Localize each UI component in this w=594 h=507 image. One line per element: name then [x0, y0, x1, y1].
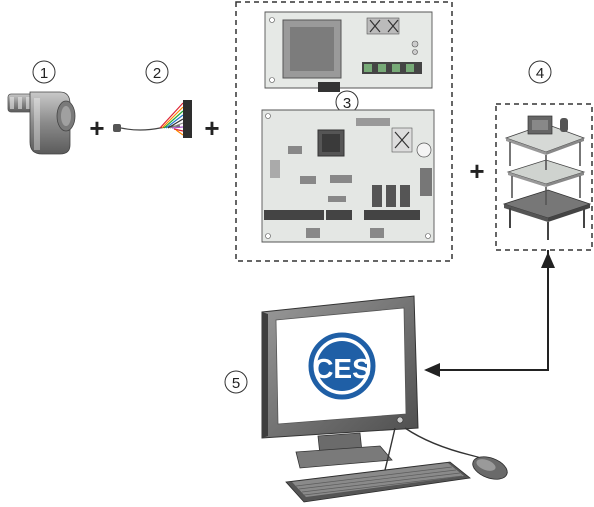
mouse: [472, 456, 508, 480]
controller-group-frame: [235, 1, 453, 262]
arrow-up-icon: [541, 252, 555, 268]
ces-logo: CES: [308, 332, 376, 400]
module-group-frame: [495, 103, 593, 251]
label-4-badge: 4: [528, 60, 552, 84]
label-2: 2: [153, 65, 161, 82]
label-5-badge: 5: [224, 370, 248, 394]
label-2-badge: 2: [145, 60, 169, 84]
plus-sign-1: +: [89, 113, 104, 143]
electronic-module-icon: [502, 115, 592, 240]
main-board: [261, 109, 435, 243]
keyboard: [285, 461, 471, 503]
logo-text: CES: [313, 353, 371, 384]
plus-sign-3: +: [469, 156, 484, 186]
connection-line: [426, 250, 549, 371]
power-board: [264, 11, 433, 92]
plus-sign-2: +: [204, 113, 219, 143]
computer-icon: [261, 295, 508, 503]
label-5: 5: [232, 375, 240, 392]
lock-cylinder-icon: [7, 91, 76, 155]
label-3: 3: [343, 95, 351, 112]
controller-board-icon: [261, 11, 435, 243]
arrow-left-icon: [424, 363, 440, 377]
label-4: 4: [536, 65, 544, 82]
label-1: 1: [40, 65, 48, 82]
label-1-badge: 1: [32, 60, 56, 84]
cable-connector-icon: [113, 100, 192, 138]
